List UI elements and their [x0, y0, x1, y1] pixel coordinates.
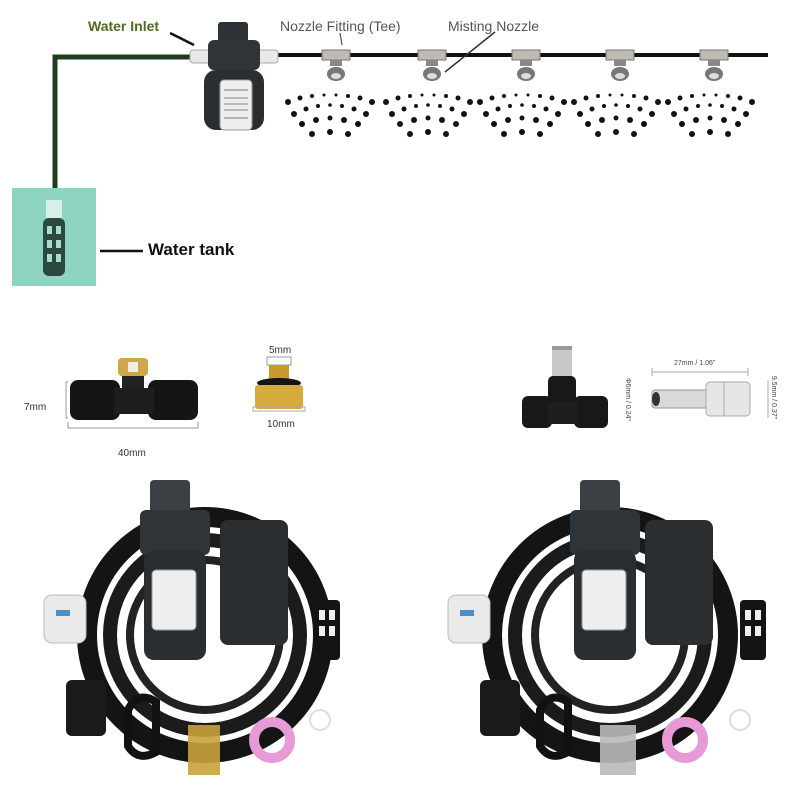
misting-nozzle-icon [321, 49, 351, 81]
stainless-tee-fitting-icon [522, 346, 608, 428]
stainless-length-dimension: 27mm / 1.06" [674, 360, 716, 367]
brass-nozzle-icon [252, 356, 306, 412]
misting-kit-icon [43, 480, 340, 775]
stainless-inner-dimension: Φ6mm / 0.24" [624, 377, 632, 422]
nozzle-diameter-dimension: 10mm [267, 419, 295, 430]
part-stainless-nozzle: 27mm / 1.06" Φ6mm / 0.24" 9.5mm / 0.37" [624, 360, 798, 440]
brass-tee-fitting-icon [65, 358, 199, 429]
nozzle-unit [416, 48, 456, 88]
nozzle-thread-dimension: 5mm [269, 345, 292, 356]
part-stainless-tee-fitting [518, 340, 613, 435]
nozzle-fitting-label: Nozzle Fitting (Tee) [280, 18, 401, 34]
misting-nozzle-icon [511, 49, 541, 81]
tee-length-dimension: 40mm [118, 448, 146, 459]
system-diagram: Water Inlet Nozzle Fitting (Tee) Misting… [0, 0, 800, 300]
stainless-outer-dimension: 9.5mm / 0.37" [770, 375, 778, 420]
nozzle-unit [604, 48, 644, 88]
diagram-graphics [12, 22, 768, 286]
water-inlet-label: Water Inlet [88, 18, 160, 34]
part-brass-nozzle: 5mm 10mm [245, 345, 325, 455]
nozzle-unit [320, 48, 360, 88]
misting-kit-icon [447, 480, 766, 775]
misting-nozzle-icon [699, 49, 729, 81]
misting-nozzle-label: Misting Nozzle [448, 18, 540, 34]
nozzle-unit [510, 48, 550, 88]
misting-nozzle-icon [417, 49, 447, 81]
misting-nozzle-icon [605, 49, 635, 81]
stainless-nozzle-icon [651, 368, 769, 418]
kit-stainless-nozzles [440, 470, 770, 790]
nozzle-unit [698, 48, 738, 88]
mist-spray-pattern [285, 93, 755, 137]
kit-brass-nozzles [40, 470, 360, 790]
tee-height-dimension: 7mm [24, 402, 47, 413]
water-tank-label: Water tank [148, 240, 235, 259]
part-brass-tee-fitting: 7mm 40mm [24, 340, 220, 460]
